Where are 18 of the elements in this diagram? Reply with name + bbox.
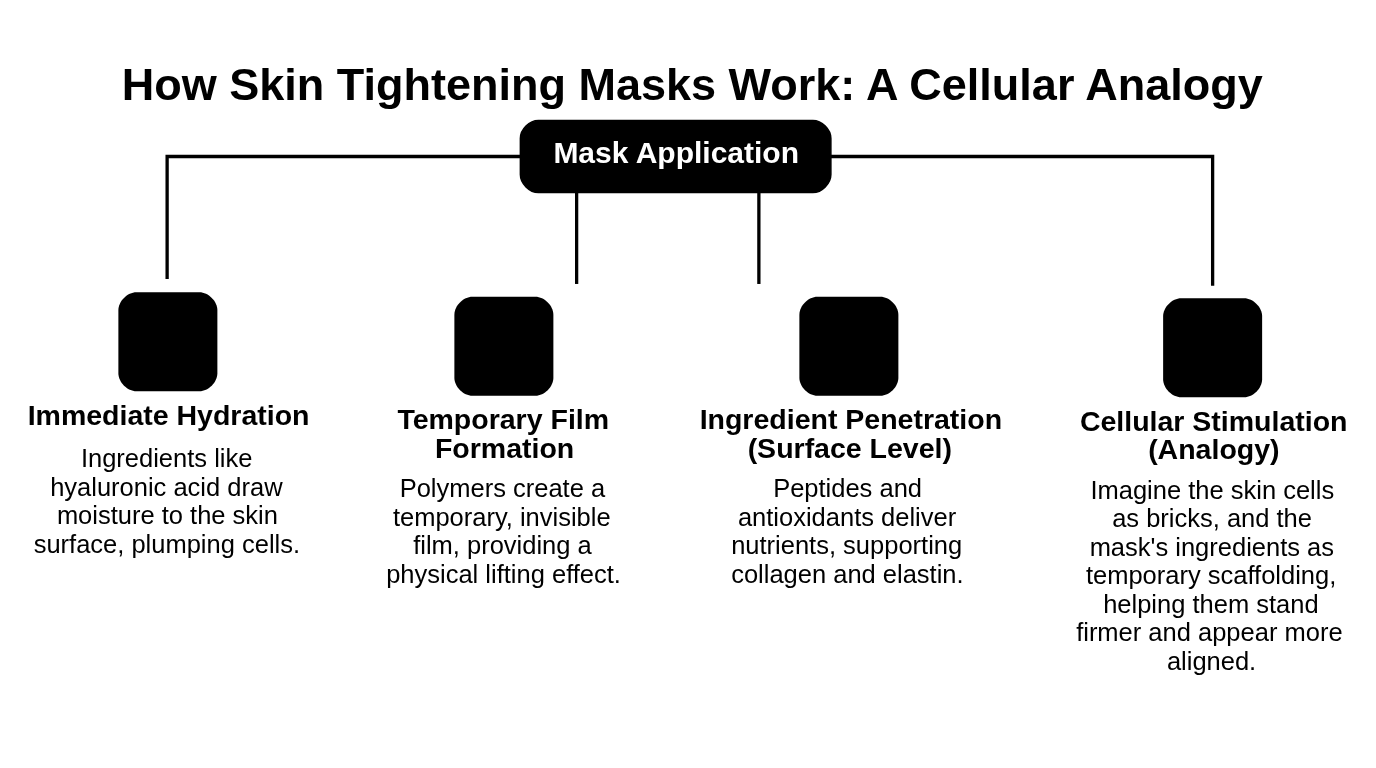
node-label: Ingredients like hyaluronic acid draw moisture to the skin surface, plumping cells. xyxy=(33,443,301,558)
node-box xyxy=(118,291,218,391)
node-label: Immediate Hydration xyxy=(27,398,310,431)
node-label: Cellular Stimulation (Analogy) xyxy=(1079,404,1348,465)
node-label: Temporary Film Formation xyxy=(397,402,610,464)
connector xyxy=(165,154,521,279)
node-label: Peptides and antioxidants deliver nutrients, supporting collagen and elastin. xyxy=(731,473,964,588)
connector xyxy=(574,192,579,284)
node-box: Mask Application xyxy=(519,119,832,193)
node-box xyxy=(454,296,554,396)
connector xyxy=(757,192,761,284)
node-label: Imagine the skin cells as bricks, and the mask's ingredients as temporary scaffolding, helping them stand firmer and appear more aligned. xyxy=(1076,475,1343,675)
node-box xyxy=(799,296,899,396)
connector xyxy=(830,154,1215,286)
node-label: Ingredient Penetration (Surface Level) xyxy=(699,402,1003,464)
diagram-title: How Skin Tightening Masks Work: A Cellular Analogy xyxy=(121,58,1263,109)
node-box xyxy=(1163,297,1263,397)
node-label: Polymers create a temporary, invisible film, providing a physical lifting effect. xyxy=(386,473,621,588)
